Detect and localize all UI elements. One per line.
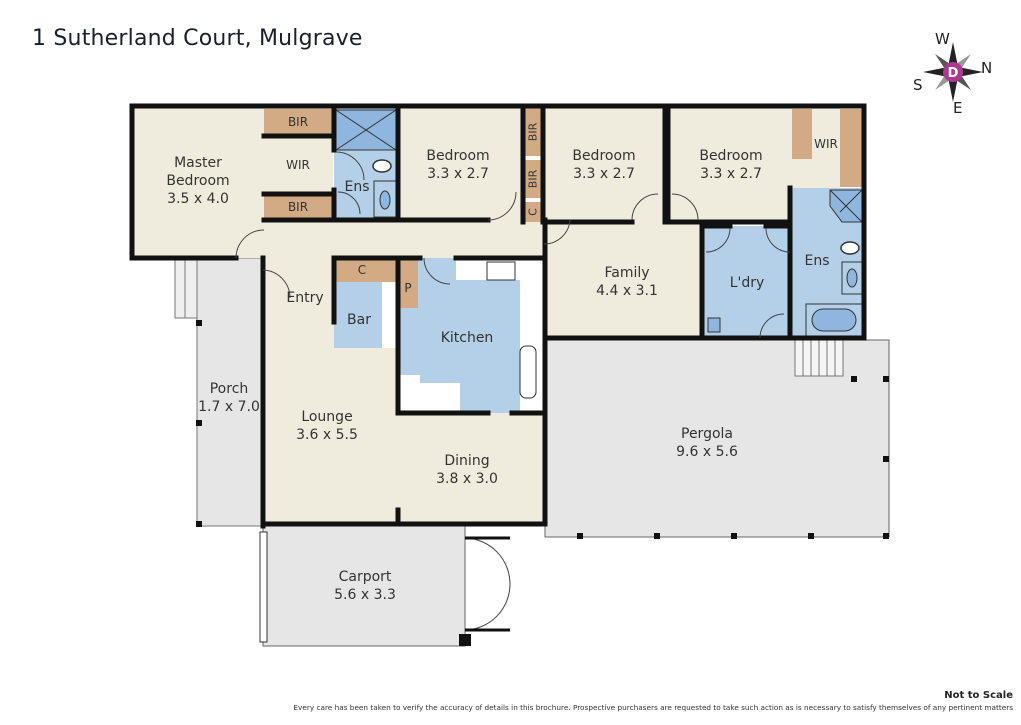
room-pergola: Pergola 9.6 x 5.6 — [676, 426, 738, 460]
room-entry: Entry — [286, 290, 324, 306]
room-porch: Porch 1.7 x 7.0 — [198, 381, 260, 415]
compass-rose: D W N S E — [910, 28, 1000, 118]
compass-west-label: W — [935, 30, 950, 48]
compass-north-label: N — [981, 59, 993, 77]
room-bedroom-3: Bedroom 3.3 x 2.7 — [572, 148, 636, 182]
room-master-bir-bottom: BIR — [287, 200, 309, 214]
room-coat-cupboard: C — [357, 263, 367, 277]
compass-south-label: S — [913, 76, 923, 94]
room-master-wir: WIR — [286, 158, 310, 172]
room-linen-cupboard: C — [526, 208, 540, 216]
compass-east-label: E — [953, 99, 963, 117]
room-pantry: P — [404, 281, 412, 295]
porch-steps — [174, 257, 198, 319]
room-master-ensuite: Ens — [344, 179, 370, 195]
disclaimer-text: Every care has been taken to verify the … — [293, 703, 1013, 712]
not-to-scale-note: Not to Scale — [944, 690, 1013, 701]
room-lounge: Lounge 3.6 x 5.5 — [296, 409, 358, 443]
room-master-bir-top: BIR — [287, 115, 309, 129]
room-carport: Carport 5.6 x 3.3 — [334, 569, 396, 603]
room-family: Family 4.4 x 3.1 — [596, 265, 658, 299]
room-bir-vertical-1: BIR — [526, 122, 540, 142]
svg-text:D: D — [948, 66, 959, 81]
room-wir-right: WIR — [814, 137, 838, 151]
room-laundry: L'dry — [729, 275, 765, 291]
room-bar: Bar — [347, 312, 371, 328]
compass-star-icon: D — [923, 42, 983, 102]
porch-area — [196, 257, 264, 527]
room-master-bedroom: Master Bedroom 3.5 x 4.0 — [166, 155, 230, 207]
room-ensuite-right: Ens — [804, 253, 830, 269]
room-bir-vertical-2: BIR — [526, 169, 540, 189]
room-kitchen: Kitchen — [440, 330, 494, 346]
room-bedroom-2: Bedroom 3.3 x 2.7 — [426, 148, 490, 182]
page-title: 1 Sutherland Court, Mulgrave — [32, 26, 363, 51]
room-bedroom-4: Bedroom 3.3 x 2.7 — [699, 148, 763, 182]
room-dining: Dining 3.8 x 3.0 — [436, 453, 498, 487]
